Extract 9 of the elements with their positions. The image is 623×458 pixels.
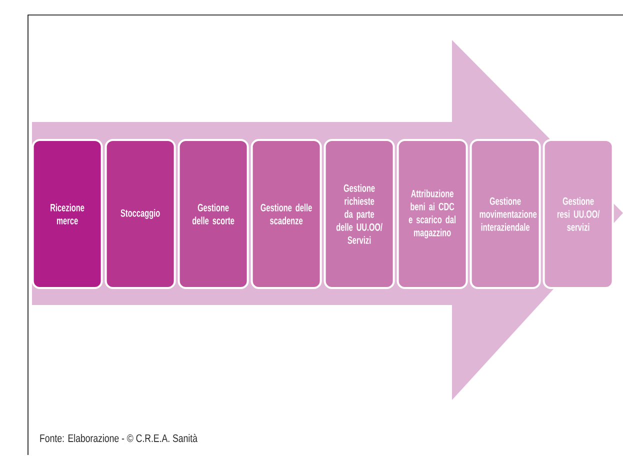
process-box: Stoccaggio <box>104 139 176 289</box>
process-box: Ricezione merce <box>32 139 103 289</box>
process-box: Gestione richieste da parte delle UU.OO/ Servizi <box>324 139 395 289</box>
process-box: Gestione movimentazione interaziendale <box>470 139 541 289</box>
process-box: Gestione resi UU.OO/ servizi <box>542 139 614 289</box>
process-box: Gestione delle scorte <box>178 139 249 289</box>
process-box: Attribuzione beni ai CDC e scarico dal magazzino <box>396 139 468 289</box>
process-box: Gestione delle scadenze <box>250 139 322 289</box>
caption: Fonte: Elaborazione - © C.R.E.A. Sanità <box>40 434 198 442</box>
